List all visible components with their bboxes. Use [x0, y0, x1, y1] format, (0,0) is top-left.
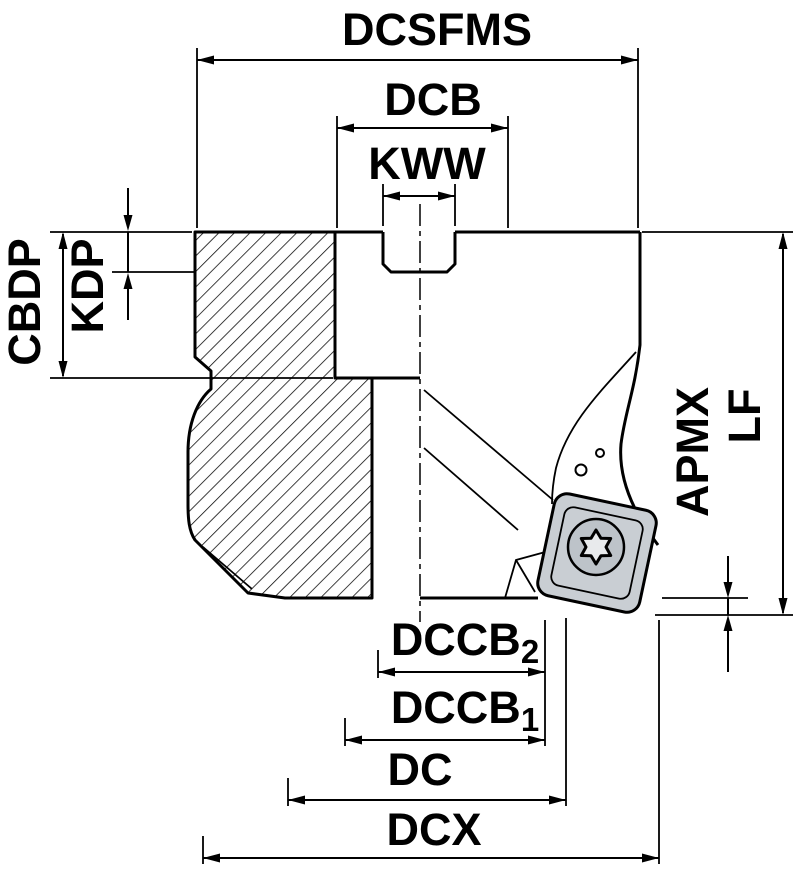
dim-label-dcx: DCX — [386, 804, 482, 855]
coolant-hole — [574, 463, 588, 477]
dim-kdp — [112, 188, 196, 320]
dccb2-text: DCCB — [390, 614, 521, 665]
body-outline — [195, 230, 660, 600]
dim-apmx — [655, 556, 793, 672]
dim-label-cbdp: CBDP — [0, 238, 50, 366]
dim-dcsfms — [196, 48, 639, 228]
dim-label-dccb1: DCCB1 — [355, 682, 575, 739]
dccb2-subscript: 2 — [520, 633, 540, 670]
dim-dccb1 — [344, 718, 545, 746]
dim-label-dcsfms: DCSFMS — [342, 4, 532, 55]
dim-dcb — [336, 116, 509, 228]
dim-label-kdp: KDP — [62, 238, 113, 334]
dim-label-dccb2: DCCB2 — [355, 614, 575, 671]
dim-lf — [642, 231, 793, 615]
clamp-screw — [566, 517, 626, 577]
dim-dc — [287, 618, 567, 806]
hatched-section — [186, 230, 374, 600]
dim-kww — [382, 184, 456, 226]
dim-dccb2 — [377, 620, 546, 746]
drive-slot — [381, 232, 457, 274]
dccb1-text: DCCB — [390, 682, 521, 733]
dccb1-subscript: 1 — [520, 701, 540, 738]
dim-label-apmx: APMX — [667, 387, 718, 518]
dim-dcx — [202, 620, 660, 864]
dim-cbdp — [50, 231, 333, 379]
torx-icon — [579, 528, 613, 566]
dim-label-kww: KWW — [368, 138, 486, 189]
dim-label-dcb: DCB — [384, 74, 482, 125]
dimple-hole — [595, 448, 605, 458]
dim-label-lf: LF — [719, 388, 770, 444]
dim-label-dc: DC — [387, 744, 453, 795]
